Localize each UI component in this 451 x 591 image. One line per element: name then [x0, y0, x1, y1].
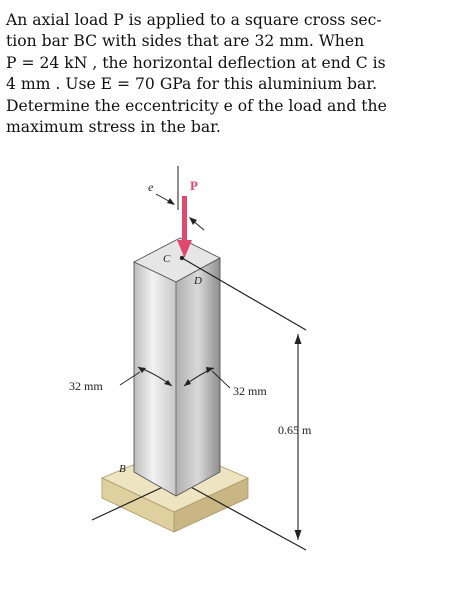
eccentricity-markers	[155, 166, 205, 231]
label-b: B	[119, 463, 126, 475]
label-e: e	[148, 180, 154, 194]
dim-right-label: 32 mm	[233, 384, 267, 398]
label-d: D	[193, 275, 202, 287]
square-bar	[132, 237, 221, 497]
width-dimension-arrows	[119, 366, 231, 389]
height-dimension	[294, 334, 302, 540]
label-p: P	[190, 178, 198, 193]
top-extension-line	[181, 257, 307, 331]
bar-figure: e P C D B 32 mm 32 mm 0.65 m	[69, 166, 312, 551]
label-c: C	[163, 253, 171, 265]
point-c-marker	[179, 255, 185, 261]
problem-line: P = 24 kN , the horizontal deflection at…	[6, 53, 386, 72]
dim-left-label: 32 mm	[69, 379, 103, 393]
problem-line: An axial load P is applied to a square c…	[6, 11, 382, 29]
problem-line: maximum stress in the bar.	[6, 118, 221, 137]
problem-line: Determine the eccentricity e of the load…	[6, 96, 387, 115]
ground-line-right	[177, 479, 307, 551]
problem-line: 4 mm . Use E = 70 GPa for this aluminium…	[6, 75, 378, 94]
load-arrow	[177, 196, 192, 258]
problem-line: tion bar BC with sides that are 32 mm. W…	[6, 32, 365, 51]
dim-height-label: 0.65 m	[278, 423, 312, 437]
problem-statement: An axial load P is applied to a square c…	[6, 10, 390, 138]
